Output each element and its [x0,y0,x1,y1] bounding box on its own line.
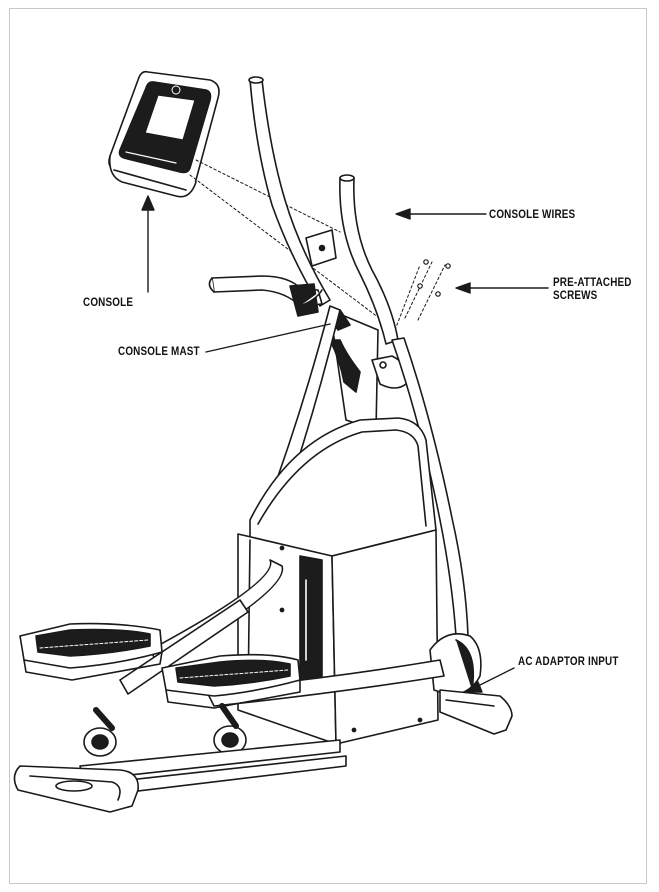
ac-adaptor-input-label: AC ADAPTOR INPUT [518,656,619,668]
ac-housing [429,633,482,697]
alignment-guides [189,159,446,331]
pre-attached-screws-label: PRE-ATTACHED SCREWS [553,277,632,303]
left-moving-arm [248,76,331,307]
pedal-arms [119,559,445,707]
console-mast-label: CONSOLE MAST [118,346,200,358]
console-wires-label: CONSOLE WIRES [489,209,576,221]
right-pedal [161,653,301,709]
console-label: CONSOLE [83,297,134,309]
console-unit [108,70,220,198]
base-rails [13,689,513,813]
static-handlebar [208,275,323,317]
screws [417,259,451,297]
pre-attached-screws-line2: SCREWS [553,290,598,302]
rear-wheels [83,703,247,757]
left-pedal [19,622,163,681]
callout-arrows [141,195,549,693]
pre-attached-screws-line1: PRE-ATTACHED [553,277,632,289]
